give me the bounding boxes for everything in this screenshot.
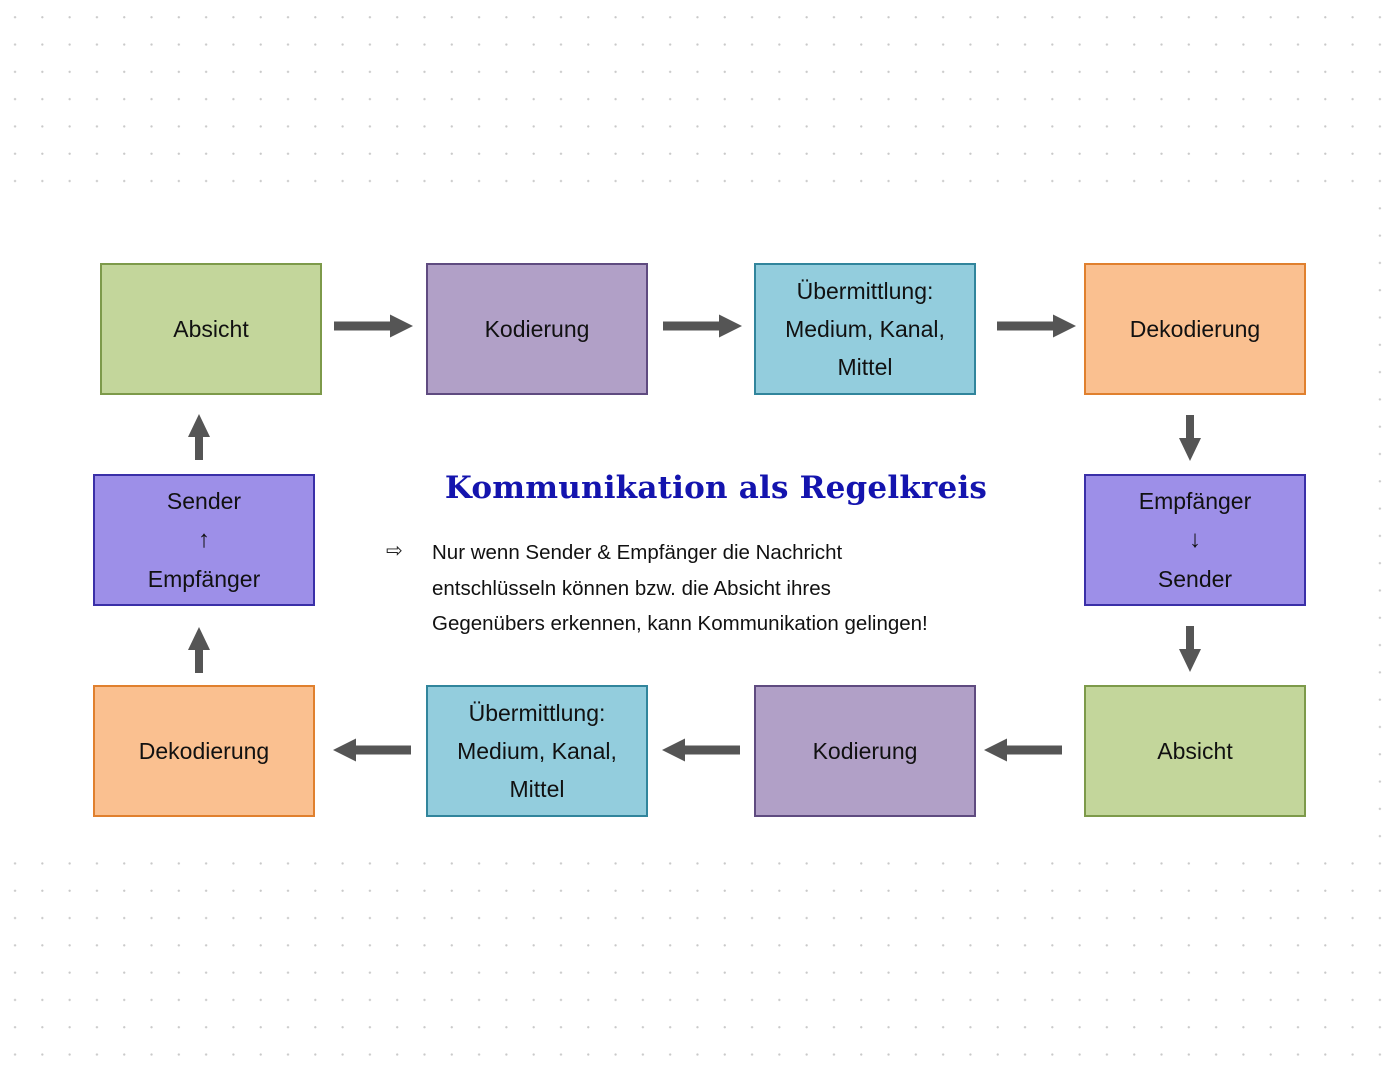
box-label-line-1: Empfänger: [1138, 488, 1252, 514]
arrow-right-icon: [334, 313, 414, 339]
arrow-up-icon: [187, 414, 211, 460]
box-label-line-1: Sender: [166, 488, 242, 514]
arrow-right-icon: [663, 313, 743, 339]
box-label-line-3: Empfänger: [147, 566, 261, 592]
arrow-left-icon: [984, 737, 1062, 763]
box-label: Kodierung: [484, 316, 590, 342]
box-label: Kodierung: [812, 738, 918, 764]
box-absicht-bottom: Absicht: [1084, 685, 1306, 817]
box-kodierung-top: Kodierung: [426, 263, 648, 395]
box-absicht-top: Absicht: [100, 263, 322, 395]
box-label-line-1: Übermittlung:: [796, 278, 934, 304]
arrow-up-icon: [187, 627, 211, 673]
box-label-line-1: Übermittlung:: [468, 700, 606, 726]
box-label-line-3: Sender: [1157, 566, 1233, 592]
box-uebermittlung-bottom: Übermittlung: Medium, Kanal, Mittel: [426, 685, 648, 817]
arrow-down-icon: [1178, 626, 1202, 672]
arrow-left-icon: [662, 737, 740, 763]
box-dekodierung-bottom: Dekodierung: [93, 685, 315, 817]
box-sender-empfaenger-left: Sender ↑ Empfänger: [93, 474, 315, 606]
box-label: Absicht: [1157, 738, 1233, 764]
box-empfaenger-sender-right: Empfänger ↓ Sender: [1084, 474, 1306, 606]
box-kodierung-bottom: Kodierung: [754, 685, 976, 817]
box-label: Dekodierung: [1129, 316, 1261, 342]
box-label: Dekodierung: [138, 738, 270, 764]
arrow-down-icon: [1178, 415, 1202, 461]
explanation-line-2: entschlüsseln können bzw. die Absicht ih…: [432, 576, 831, 600]
arrow-right-icon: [997, 313, 1077, 339]
arrow-left-icon: [333, 737, 411, 763]
explanation-line-3: Gegenübers erkennen, kann Kommunikation …: [432, 612, 928, 635]
box-dekodierung-top: Dekodierung: [1084, 263, 1306, 395]
box-label-line-3: Mittel: [509, 776, 565, 802]
arrow-down-glyph-icon: ↓: [1189, 526, 1201, 553]
box-label-line-3: Mittel: [837, 354, 893, 380]
bullet-arrow-icon: ⇨: [386, 540, 403, 562]
diagram-title: Kommunikation als Regelkreis: [444, 470, 988, 506]
arrow-up-glyph-icon: ↑: [198, 526, 210, 553]
box-uebermittlung-top: Übermittlung: Medium, Kanal, Mittel: [754, 263, 976, 395]
box-label: Absicht: [173, 316, 249, 342]
box-label-line-2: Medium, Kanal,: [785, 316, 945, 342]
box-label-line-2: Medium, Kanal,: [457, 738, 617, 764]
explanation-line-1: Nur wenn Sender & Empfänger die Nachrich…: [432, 541, 843, 564]
explanation-text: Nur wenn Sender & Empfänger die Nachrich…: [432, 535, 1032, 642]
